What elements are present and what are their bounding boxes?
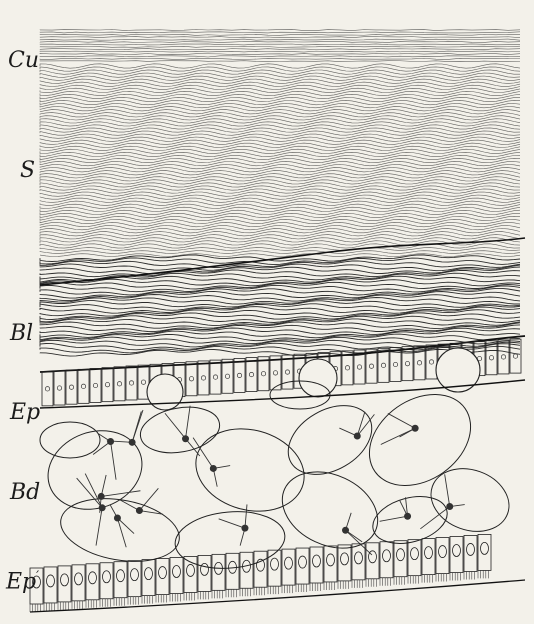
label-s: S	[20, 160, 35, 182]
label-ep-prime: Ep′	[6, 570, 39, 593]
label-bd: Bd	[10, 482, 40, 504]
label-bl: Bl	[10, 323, 33, 345]
label-ep: Ep	[10, 402, 40, 424]
label-ep2-prime: ′	[36, 569, 39, 584]
label-ep2-text: Ep	[6, 569, 36, 594]
label-cu: Cu	[8, 50, 39, 72]
